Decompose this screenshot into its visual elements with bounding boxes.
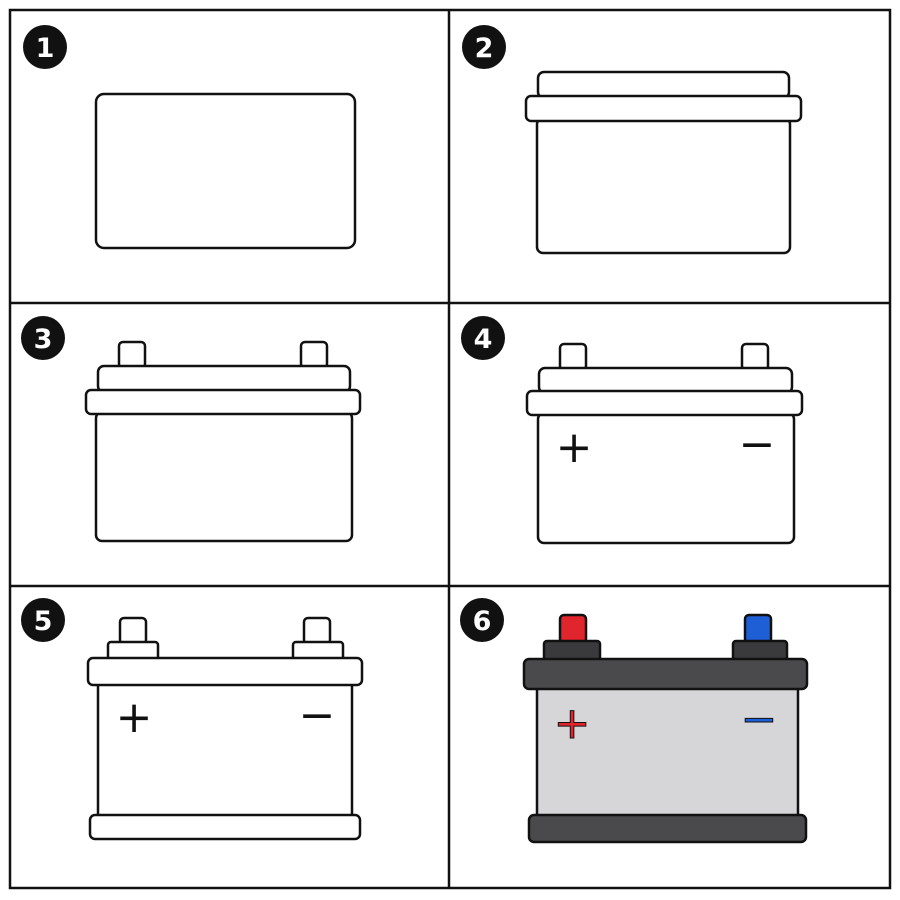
step-6-badge	[460, 598, 504, 642]
step-3-lid-top	[96, 364, 352, 394]
step-2-lid-top	[536, 70, 791, 100]
step-6-positive-terminal-cap	[558, 613, 588, 645]
step-6-base	[527, 813, 808, 844]
step-5-negative-sign: −	[299, 690, 336, 741]
step-4-terminal-right	[740, 342, 770, 372]
step-5-panel: 5 + −	[21, 598, 364, 841]
step-4-terminal-left	[558, 342, 588, 372]
step-6-negative-terminal-cap	[743, 613, 773, 645]
step-5-terminal-left-post	[118, 616, 148, 646]
step-6-lid	[522, 657, 809, 691]
step-5-badge	[21, 598, 65, 642]
step-4-lid-top	[537, 366, 794, 395]
step-5-number: 5	[34, 606, 53, 637]
step-2-lid-rim	[524, 94, 803, 123]
step-5-positive-sign: +	[116, 692, 153, 743]
step-6-negative-sign: −	[741, 694, 778, 745]
step-2-badge	[462, 25, 506, 69]
step-4-panel: 4 + −	[461, 316, 804, 545]
step-3-terminal-left	[117, 340, 147, 370]
step-4-negative-sign: −	[739, 419, 776, 470]
step-5-terminal-right-post	[302, 616, 332, 646]
step-6-number: 6	[473, 606, 492, 637]
grid-frame	[8, 8, 892, 890]
step-5-base	[88, 813, 362, 841]
step-3-badge	[21, 316, 65, 360]
step-3-panel: 3	[21, 316, 362, 543]
step-4-number: 4	[474, 324, 493, 355]
step-3-battery-body	[94, 410, 354, 543]
step-1-battery-body	[94, 92, 357, 250]
step-6-positive-sign: +	[554, 698, 591, 749]
step-4-lid-rim	[525, 389, 804, 417]
step-3-lid-rim	[84, 388, 362, 416]
step-1-panel: 1	[23, 25, 357, 250]
step-3-number: 3	[34, 324, 53, 355]
step-4-badge	[461, 316, 505, 360]
step-5-lid	[86, 656, 364, 687]
step-3-terminal-right	[299, 340, 329, 370]
step-2-number: 2	[475, 33, 494, 64]
step-6-panel: 6 + −	[460, 598, 809, 844]
step-2-panel: 2	[462, 25, 803, 255]
step-4-positive-sign: +	[556, 422, 593, 473]
step-2-battery-body	[535, 116, 792, 255]
step-1-badge	[23, 25, 67, 69]
step-1-number: 1	[36, 33, 55, 64]
